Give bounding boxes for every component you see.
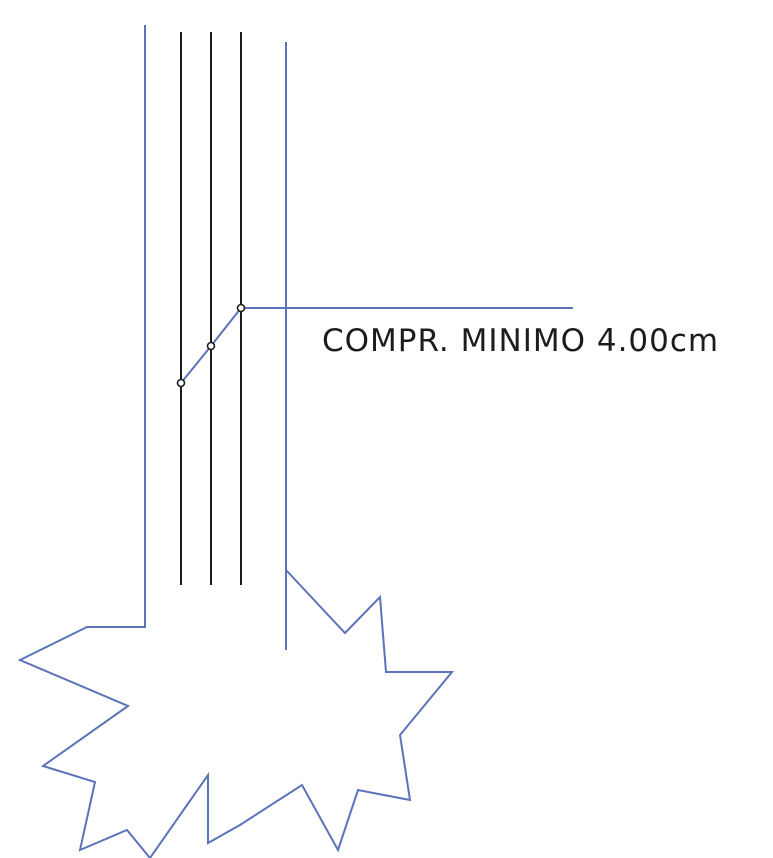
leader-line bbox=[180, 307, 573, 384]
node-point-3 bbox=[236, 303, 246, 313]
node-point-1 bbox=[176, 378, 186, 388]
left-wall-line bbox=[17, 25, 455, 858]
annotation-label: COMPR. MINIMO 4.00cm bbox=[322, 323, 719, 359]
node-point-2 bbox=[206, 341, 216, 351]
